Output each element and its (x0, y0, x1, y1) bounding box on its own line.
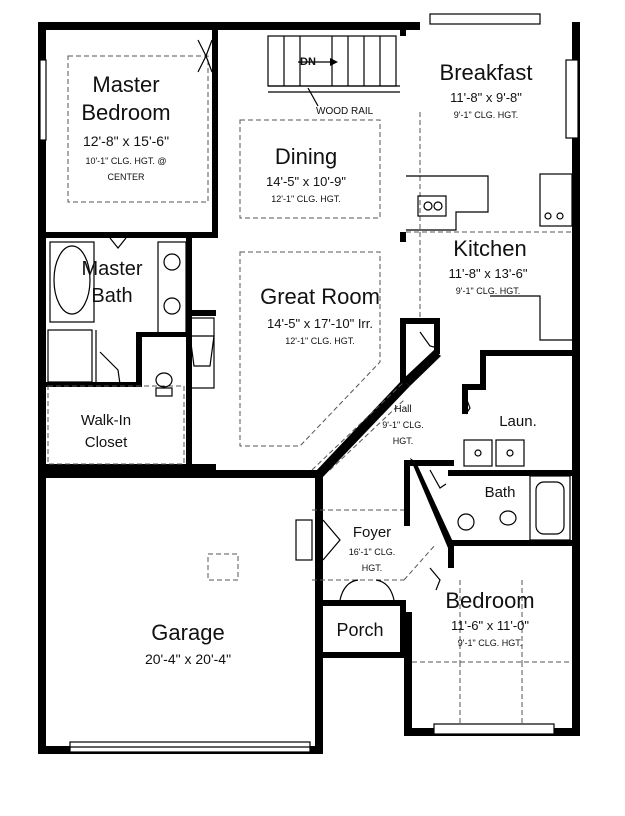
svg-text:Master: Master (81, 258, 142, 280)
svg-text:11'-8" x 13'-6": 11'-8" x 13'-6" (449, 266, 528, 281)
room-label-walk-in-closet: Walk-In Closet (81, 412, 131, 451)
svg-text:10'-1" CLG. HGT. @: 10'-1" CLG. HGT. @ (85, 156, 166, 166)
room-label-great-room: Great Room 14'-5" x 17'-10" Irr. 12'-1" … (260, 284, 380, 346)
room-label-foyer: Foyer 16'-1" CLG. HGT. (349, 524, 395, 573)
stair: DN WOOD RAIL (267, 35, 400, 117)
svg-text:Hall: Hall (394, 404, 411, 415)
svg-text:9'-1" CLG. HGT.: 9'-1" CLG. HGT. (456, 286, 520, 296)
svg-text:Garage: Garage (151, 620, 224, 645)
svg-text:Kitchen: Kitchen (453, 236, 526, 261)
stair-direction-label: DN (300, 56, 316, 68)
svg-text:Walk-In: Walk-In (81, 412, 131, 429)
svg-text:Foyer: Foyer (353, 524, 391, 541)
svg-text:9'-1" CLG. HGT.: 9'-1" CLG. HGT. (458, 638, 522, 648)
room-label-laundry: Laun. (499, 413, 537, 430)
svg-text:11'-8" x 9'-8": 11'-8" x 9'-8" (450, 90, 522, 105)
svg-text:Laun.: Laun. (499, 413, 537, 430)
room-label-bath: Bath (485, 484, 516, 501)
svg-text:11'-6" x 11'-0": 11'-6" x 11'-0" (451, 618, 529, 633)
svg-text:16'-1" CLG.: 16'-1" CLG. (349, 547, 395, 557)
fixtures (47, 173, 573, 541)
svg-text:Breakfast: Breakfast (440, 60, 533, 85)
room-label-bedroom: Bedroom 11'-6" x 11'-0" 9'-1" CLG. HGT. (445, 588, 534, 648)
interior-walls (38, 22, 580, 658)
svg-text:Bedroom: Bedroom (445, 588, 534, 613)
svg-text:12'-1" CLG. HGT.: 12'-1" CLG. HGT. (285, 336, 354, 346)
svg-text:CENTER: CENTER (107, 172, 145, 182)
room-label-master-bedroom: Master Bedroom 12'-8" x 15'-6" 10'-1" CL… (81, 72, 170, 182)
svg-text:Dining: Dining (275, 144, 337, 169)
svg-text:HGT.: HGT. (393, 436, 414, 446)
room-label-kitchen: Kitchen 11'-8" x 13'-6" 9'-1" CLG. HGT. (449, 236, 528, 296)
room-label-hall: Hall 9'-1" CLG. HGT. (382, 404, 423, 446)
svg-text:Porch: Porch (336, 620, 383, 640)
svg-text:Bath: Bath (485, 484, 516, 501)
svg-text:14'-5" x 10'-9": 14'-5" x 10'-9" (266, 174, 346, 189)
svg-text:20'-4" x 20'-4": 20'-4" x 20'-4" (145, 651, 231, 667)
svg-text:Bedroom: Bedroom (81, 100, 170, 125)
room-label-porch: Porch (336, 620, 383, 640)
room-label-breakfast: Breakfast 11'-8" x 9'-8" 9'-1" CLG. HGT. (440, 60, 533, 120)
svg-text:9'-1" CLG.: 9'-1" CLG. (382, 420, 423, 430)
room-label-garage: Garage 20'-4" x 20'-4" (145, 620, 231, 667)
svg-text:Master: Master (92, 72, 159, 97)
wood-rail-label: WOOD RAIL (316, 106, 374, 117)
svg-text:HGT.: HGT. (362, 563, 383, 573)
svg-text:Closet: Closet (85, 434, 128, 451)
svg-text:14'-5" x 17'-10" Irr.: 14'-5" x 17'-10" Irr. (267, 316, 373, 331)
svg-text:9'-1" CLG. HGT.: 9'-1" CLG. HGT. (454, 110, 518, 120)
svg-text:12'-8" x 15'-6": 12'-8" x 15'-6" (83, 133, 169, 149)
ceiling-outlines (47, 55, 572, 728)
svg-text:Bath: Bath (91, 285, 132, 307)
room-label-dining: Dining 14'-5" x 10'-9" 12'-1" CLG. HGT. (266, 144, 346, 204)
doors (39, 13, 579, 753)
room-label-master-bath: Master Bath (81, 258, 142, 307)
svg-text:12'-1" CLG. HGT.: 12'-1" CLG. HGT. (271, 194, 340, 204)
svg-text:Great Room: Great Room (260, 284, 380, 309)
